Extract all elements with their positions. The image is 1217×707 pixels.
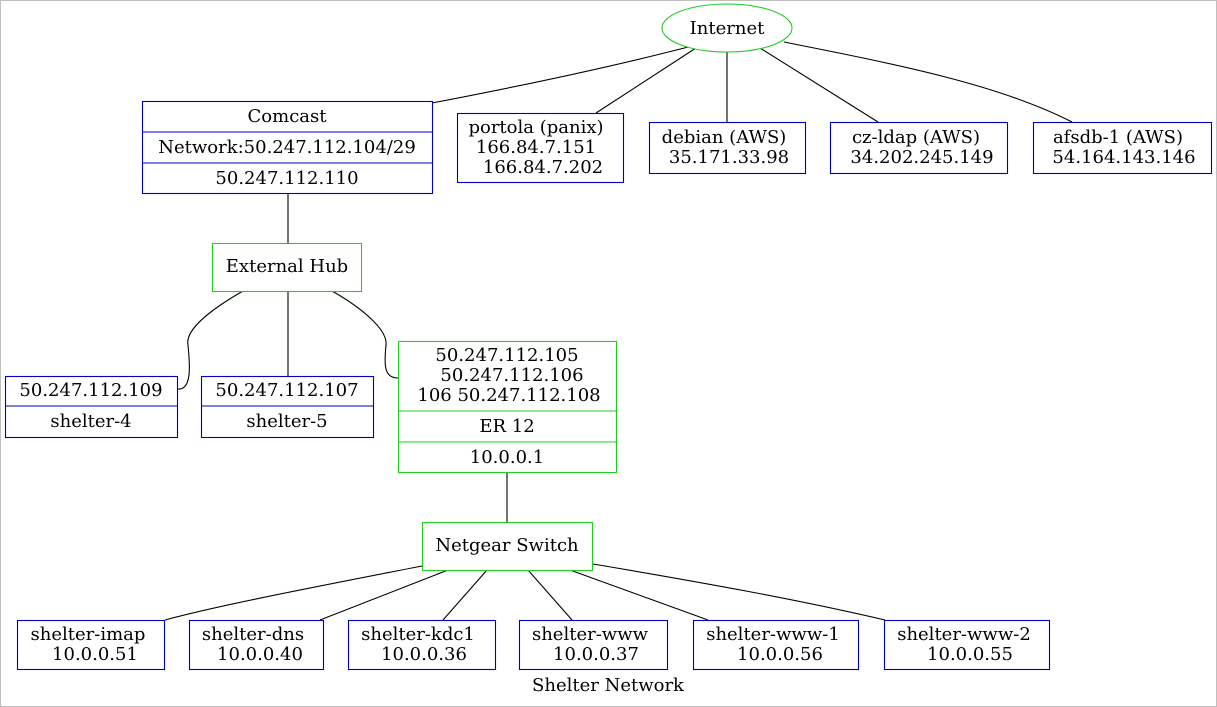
diagram-title: Shelter Network [532, 675, 685, 696]
er12-lan-ip: 10.0.0.1 [470, 447, 544, 468]
er12-wan-ip-1: 50.247.112.105 [435, 345, 578, 366]
afsdb-host: afsdb-1 (AWS) [1053, 127, 1183, 148]
shelter-imap-node: shelter-imap 10.0.0.51 [16, 619, 166, 671]
shelter-www-node: shelter-www 10.0.0.37 [518, 619, 669, 671]
shelter4-ip: 50.247.112.109 [19, 380, 162, 401]
external-hub-node: External Hub [211, 242, 363, 293]
shelter-dns-name: shelter-dns [202, 624, 304, 645]
er12-wan-ip-2: 50.247.112.106 [440, 365, 583, 386]
debian-host: debian (AWS) [662, 127, 787, 148]
debian-ip: 35.171.33.98 [669, 147, 789, 168]
shelter-dns-node: shelter-dns 10.0.0.40 [188, 619, 325, 671]
comcast-name: Comcast [248, 106, 328, 127]
afsdb-ip: 54.164.143.146 [1052, 147, 1195, 168]
edge-netgear-dns [319, 569, 449, 621]
comcast-network: Network:50.247.112.104/29 [158, 137, 416, 158]
debian-node: debian (AWS) 35.171.33.98 [648, 121, 807, 175]
shelter5-name: shelter-5 [246, 411, 327, 432]
czldap-host: cz-ldap (AWS) [852, 127, 980, 148]
internet-label: Internet [690, 18, 765, 39]
edge-internet-czldap [759, 47, 879, 123]
shelter-www-ip: 10.0.0.37 [553, 644, 639, 665]
shelter5-ip: 50.247.112.107 [215, 380, 358, 401]
edge-netgear-kdc1 [442, 569, 488, 621]
czldap-node: cz-ldap (AWS) 34.202.245.149 [829, 121, 1009, 175]
portola-ip-1: 166.84.7.151 [476, 137, 596, 158]
edge-netgear-imap [164, 565, 423, 621]
edge-netgear-www1 [569, 569, 709, 621]
shelter-www-1-ip: 10.0.0.56 [737, 644, 823, 665]
shelter-www-2-ip: 10.0.0.55 [927, 644, 1013, 665]
edge-internet-comcast [431, 44, 697, 104]
comcast-node: Comcast Network:50.247.112.104/29 50.247… [141, 100, 434, 195]
shelter-kdc1-node: shelter-kdc1 10.0.0.36 [347, 619, 497, 671]
shelter-imap-ip: 10.0.0.51 [52, 644, 138, 665]
shelter-www-2-name: shelter-www-2 [897, 624, 1031, 645]
internet-node: Internet [661, 3, 793, 53]
shelter-www-1-node: shelter-www-1 10.0.0.56 [692, 619, 860, 671]
shelter-dns-ip: 10.0.0.40 [217, 644, 303, 665]
edge-internet-portola [595, 47, 697, 114]
shelter-www-1-name: shelter-www-1 [706, 624, 840, 645]
czldap-ip: 34.202.245.149 [850, 147, 993, 168]
afsdb-node: afsdb-1 (AWS) 54.164.143.146 [1032, 121, 1213, 175]
edge-netgear-www [527, 569, 573, 621]
portola-host: portola (panix) [468, 117, 603, 138]
netgear-switch-label: Netgear Switch [435, 535, 579, 556]
shelter5-node: 50.247.112.107 shelter-5 [200, 375, 375, 439]
er12-node: 50.247.112.105 50.247.112.106 106 50.247… [397, 340, 618, 474]
edge-hub-er12 [331, 290, 399, 379]
shelter4-node: 50.247.112.109 shelter-4 [4, 375, 179, 439]
external-hub-label: External Hub [226, 256, 348, 277]
shelter-www-name: shelter-www [532, 624, 649, 645]
portola-ip-2: 166.84.7.202 [483, 157, 603, 178]
shelter-kdc1-ip: 10.0.0.36 [381, 644, 467, 665]
netgear-switch-node: Netgear Switch [421, 521, 594, 572]
portola-node: portola (panix) 166.84.7.151 166.84.7.20… [456, 112, 625, 184]
er12-wan-ip-3: 106 50.247.112.108 [417, 385, 600, 406]
edge-netgear-www2 [592, 563, 886, 621]
er12-name: ER 12 [479, 416, 534, 437]
edges [164, 41, 1073, 621]
edge-hub-shelter4 [177, 290, 244, 390]
edge-internet-afsdb [783, 41, 1073, 123]
shelter-imap-name: shelter-imap [31, 624, 146, 645]
shelter-kdc1-name: shelter-kdc1 [361, 624, 475, 645]
shelter-www-2-node: shelter-www-2 10.0.0.55 [883, 619, 1051, 671]
shelter4-name: shelter-4 [50, 411, 131, 432]
comcast-ip: 50.247.112.110 [215, 168, 358, 189]
